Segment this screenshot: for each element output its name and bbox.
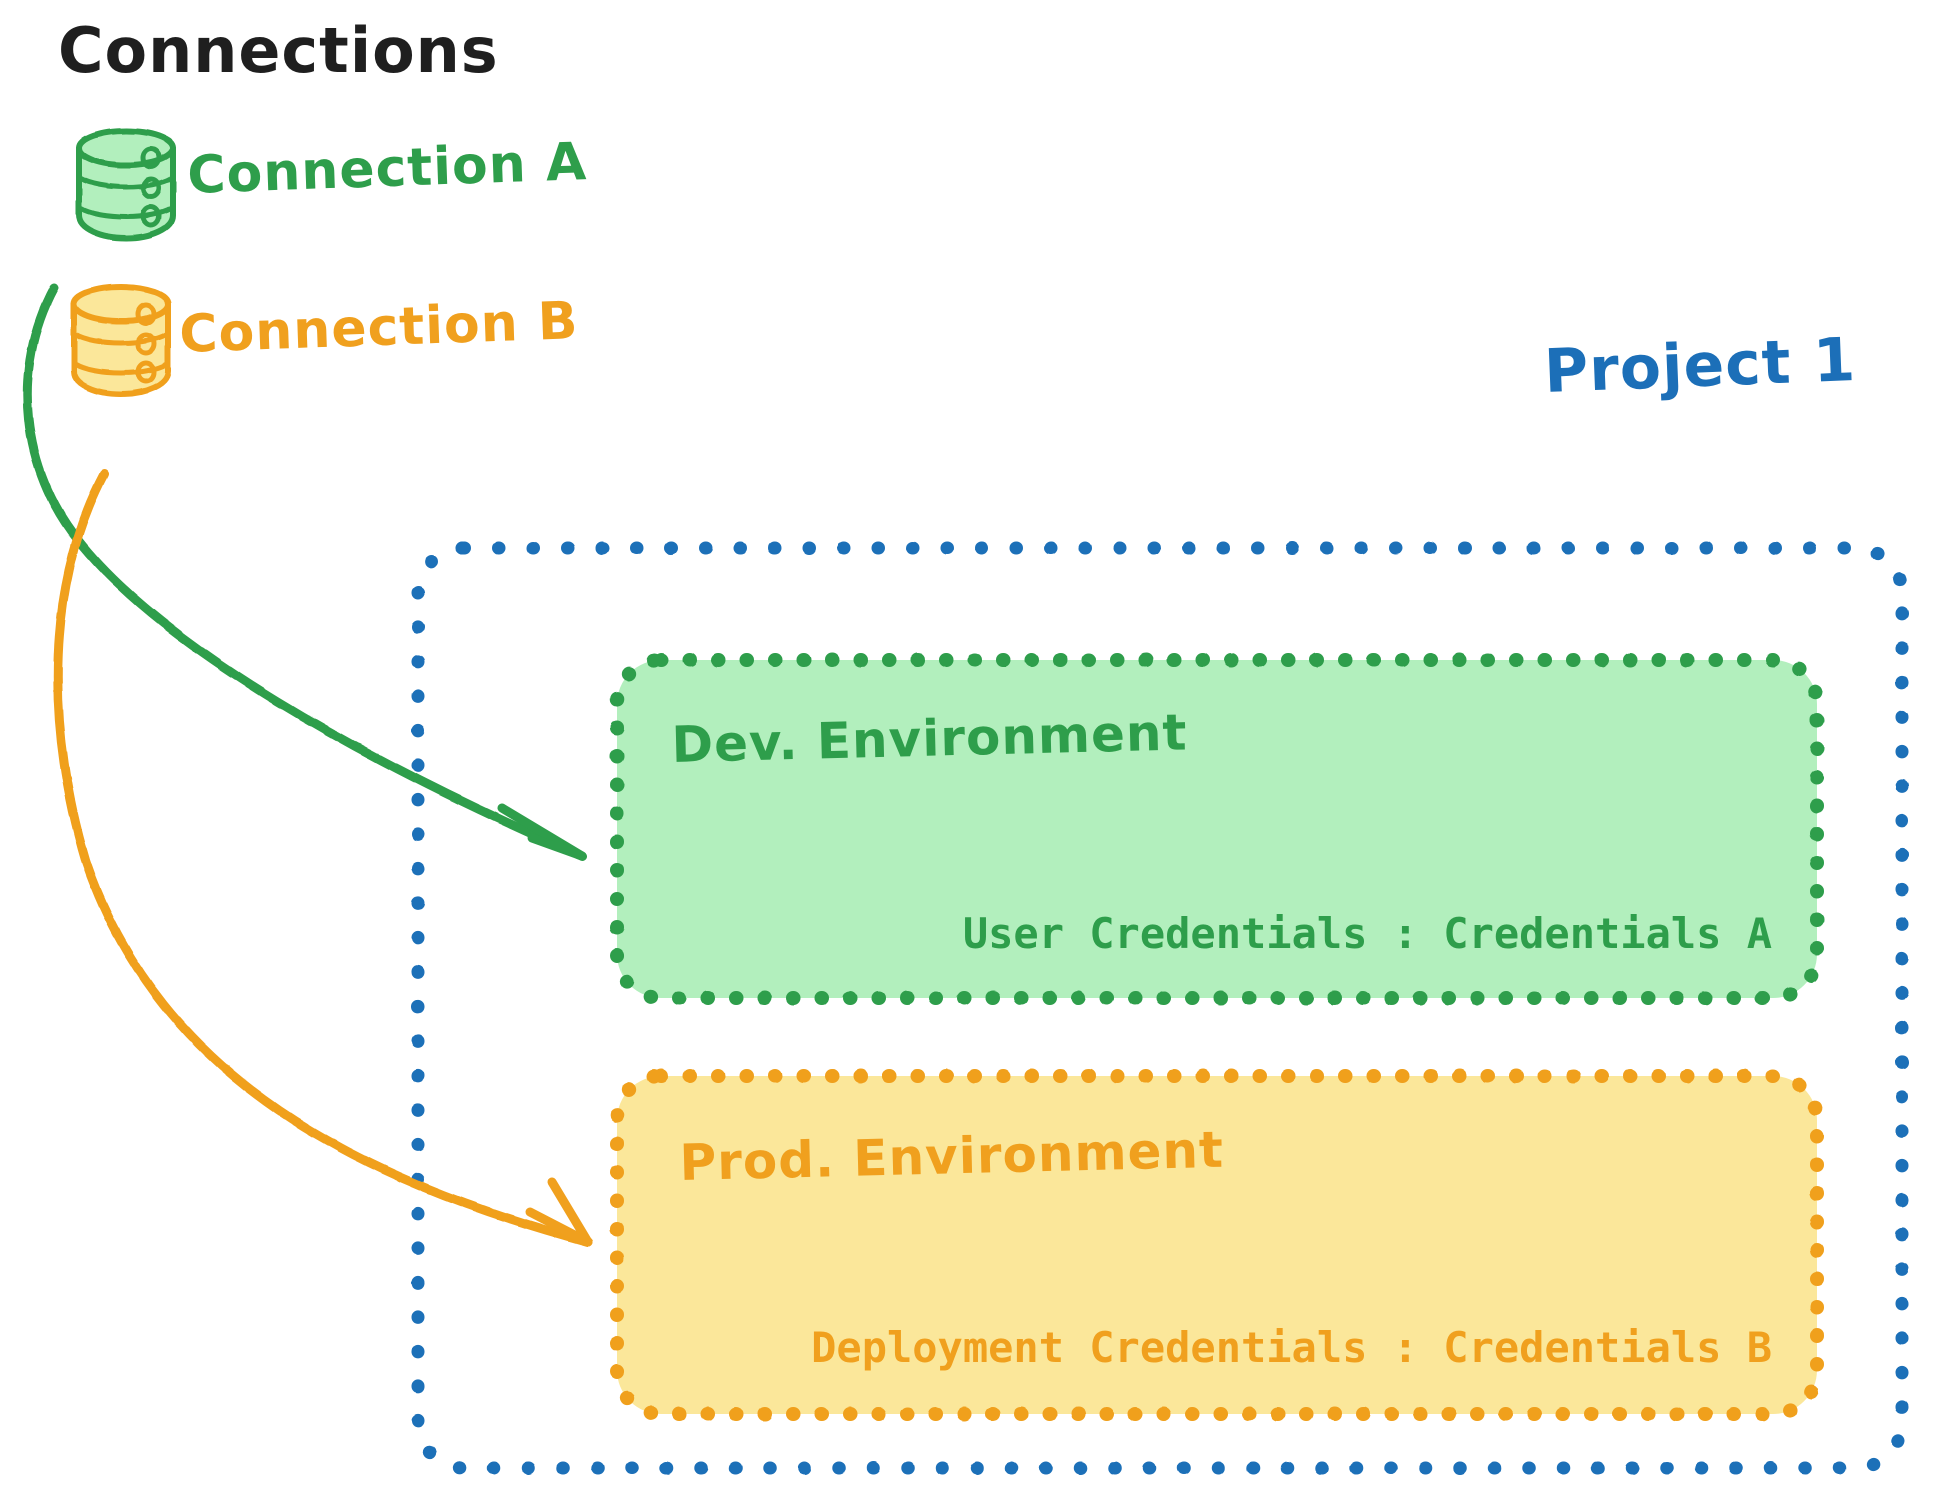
- connection-a-label: Connection A: [186, 132, 588, 206]
- arrow-b-head-upper: [547, 1177, 593, 1247]
- dev-environment-fill: [617, 660, 1817, 998]
- database-cylinder-icon: [76, 128, 176, 241]
- dev-environment-card[interactable]: Dev. Environment User Credentials : Cred…: [610, 653, 1824, 1005]
- prod-environment-border: [610, 1069, 1824, 1421]
- project-border: [411, 541, 1909, 1475]
- connection-b-label: Connection B: [178, 291, 579, 365]
- prod-environment-credentials: Deployment Credentials : Credentials B: [811, 1323, 1772, 1372]
- dev-environment-border: [610, 653, 1824, 1005]
- arrow-a-path: [22, 283, 587, 861]
- dev-environment-credentials: User Credentials : Credentials A: [963, 909, 1772, 958]
- prod-environment-title: Prod. Environment: [679, 1121, 1225, 1192]
- dev-environment-title: Dev. Environment: [671, 703, 1188, 774]
- arrow-b-path: [53, 469, 593, 1247]
- prod-environment-card[interactable]: Prod. Environment Deployment Credentials…: [610, 1069, 1824, 1421]
- project-container[interactable]: Project 1: [411, 325, 1909, 1475]
- connection-a-row[interactable]: Connection A: [76, 128, 588, 241]
- page-title: Connections: [58, 14, 499, 87]
- database-cylinder-icon: [71, 284, 171, 397]
- connection-b-row[interactable]: Connection B: [71, 284, 579, 397]
- arrow-connection-a-to-dev: [22, 283, 587, 861]
- prod-environment-fill: [617, 1076, 1817, 1414]
- arrow-a-head-lower: [527, 833, 587, 861]
- project-label: Project 1: [1543, 325, 1857, 407]
- arrow-b-head-lower: [525, 1207, 593, 1247]
- arrow-connection-b-to-prod: [53, 469, 593, 1247]
